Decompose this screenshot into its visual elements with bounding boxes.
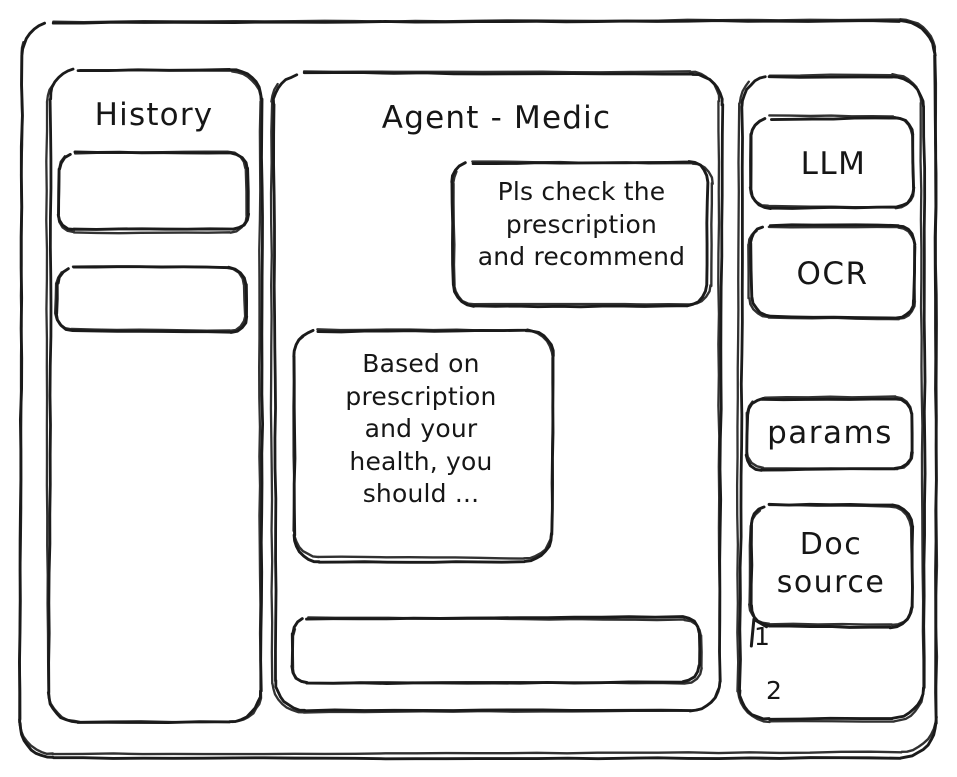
tool-card-params[interactable]: params [748,398,912,468]
tool-card-llm-label: LLM [800,146,867,182]
message-bubble-user-text: Pls check the prescription and recommend [477,177,686,271]
history-item-2[interactable] [58,268,245,331]
tool-card-params-label: params [767,415,893,451]
history-item-1[interactable] [58,152,245,230]
message-bubble-assistant-text: Based on prescription and your health, y… [345,349,497,508]
tool-card-doc-source[interactable]: Doc source [750,505,912,625]
main-panel-title: Agent - Medic [381,100,612,136]
history-panel-title: History [94,97,214,133]
message-bubble-user[interactable]: Pls check the prescription and recommend [453,162,710,305]
tool-card-doc-source-label: Doc source [776,527,886,601]
doc-source-list-item-2-label: 2 [766,676,783,705]
tool-card-llm[interactable]: LLM [752,118,915,208]
message-composer-input[interactable] [292,618,700,683]
doc-source-list-item-1-label: 1 [754,622,771,651]
tool-card-ocr[interactable]: OCR [750,228,915,318]
doc-source-list-item-2[interactable]: 2 [760,668,830,708]
tool-card-ocr-label: OCR [796,256,869,292]
message-bubble-assistant[interactable]: Based on prescription and your health, y… [292,332,550,560]
doc-source-list-item-1[interactable]: 1 [748,614,818,654]
